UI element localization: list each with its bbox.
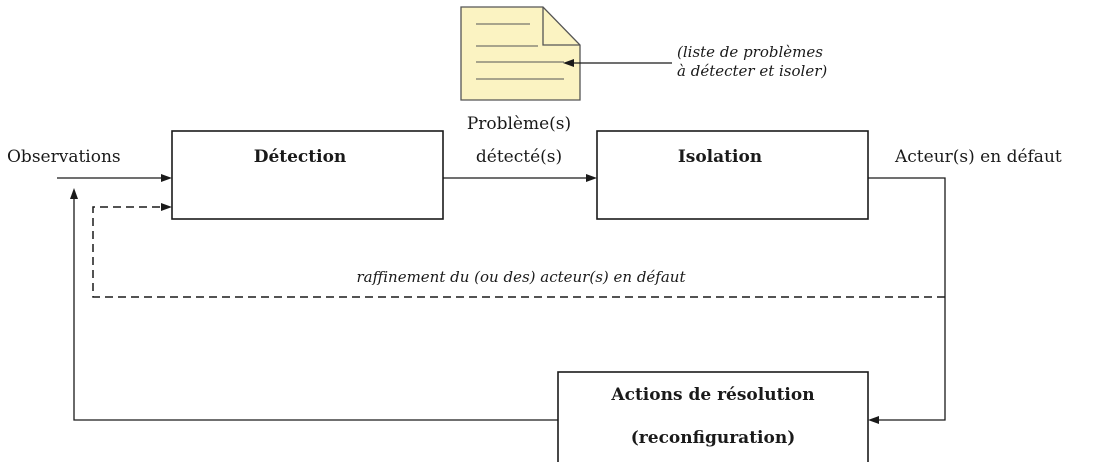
refinement-dashed-connector bbox=[92, 206, 945, 298]
refinement-arrow-head bbox=[161, 203, 172, 211]
detection-box bbox=[171, 130, 444, 220]
isolation-box bbox=[596, 130, 869, 220]
actions-box bbox=[557, 371, 869, 462]
detected-arrow-head bbox=[586, 174, 597, 182]
raffinement-label: raffinement du (ou des) acteur(s) en déf… bbox=[357, 268, 687, 286]
list-annotation-line1: (liste de problèmes bbox=[677, 43, 823, 61]
faulty-actors-arrow-head bbox=[868, 416, 879, 424]
acteurs-label: Acteur(s) en défaut bbox=[894, 147, 1062, 167]
feedback-loop-arrow-head bbox=[70, 188, 78, 199]
document-icon bbox=[460, 6, 581, 101]
list-pointer-arrow-head bbox=[563, 59, 574, 67]
actions-label-line2: (reconfiguration) bbox=[631, 428, 796, 448]
problemes-label-line2: détecté(s) bbox=[476, 147, 562, 167]
isolation-label: Isolation bbox=[678, 147, 762, 167]
observations-arrow-head bbox=[161, 174, 172, 182]
detection-label: Détection bbox=[254, 147, 347, 167]
observations-label: Observations bbox=[7, 147, 121, 167]
feedback-loop-connector bbox=[73, 198, 558, 421]
actions-label-line1: Actions de résolution bbox=[610, 385, 814, 405]
problemes-label-line1: Problème(s) bbox=[467, 114, 571, 134]
list-annotation-line2: à détecter et isoler) bbox=[677, 62, 827, 80]
faulty-actors-connector bbox=[868, 177, 946, 421]
